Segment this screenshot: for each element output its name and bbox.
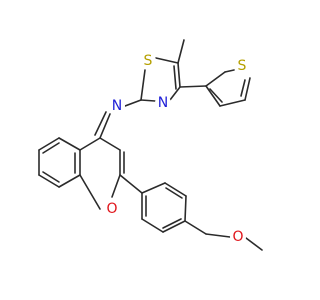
bond-benzo-4 [58, 174, 81, 188]
bond-o-ch3-b [245, 237, 263, 251]
bond-benzo-inner-1 [42, 142, 60, 154]
bond-aryl-4 [162, 220, 186, 233]
bond-benzo-inner-3 [42, 171, 60, 183]
bond-aryl-inner-2 [162, 218, 182, 229]
atom-label-layer: N N S S O O [104, 53, 250, 245]
atom-label-o-methoxy: O [232, 229, 243, 245]
bond-benzo-1 [38, 137, 60, 151]
bond-pyran-2 [99, 137, 121, 151]
bond-thiazole-4 [177, 62, 181, 88]
bond-thiazole-1 [140, 69, 146, 101]
bond-thiazole-5 [155, 57, 179, 64]
bond-aryl-3 [184, 195, 187, 222]
bond-aryl-o [184, 220, 207, 235]
atom-label-n-imine: N [112, 98, 122, 114]
bond-aryl-1 [141, 182, 166, 194]
bond-benzo-5 [38, 174, 60, 188]
bond-aryl-link [119, 174, 143, 194]
atom-label-o-chromene: O [106, 201, 117, 217]
bond-o-ch3-a [205, 233, 231, 238]
bond-thiazole-double [173, 65, 177, 90]
bond-layer [38, 39, 263, 251]
atom-s-thiazole: S [140, 53, 156, 69]
bond-methyl [177, 39, 185, 64]
bond-thiophene-3 [219, 99, 246, 107]
bond-aryl-inner-1 [165, 187, 183, 199]
bond-imine-1 [99, 113, 111, 139]
bond-thiophene-5 [224, 69, 235, 73]
bond-pyran-1 [79, 137, 101, 151]
atom-o-methoxy: O [230, 229, 246, 245]
bond-aryl-5 [141, 218, 164, 233]
bond-thiophene-4 [244, 77, 251, 101]
bond-thiophene-link [179, 85, 207, 88]
bond-imine-2 [94, 111, 107, 136]
bond-pyran-4 [111, 174, 121, 198]
bond-thiazole-3 [169, 86, 181, 101]
bond-benzo-2 [58, 137, 81, 151]
atom-n-thiazole: N [155, 95, 171, 111]
bond-aryl-2 [164, 182, 187, 197]
atom-label-s-thiazole: S [144, 53, 153, 69]
molecule-structure: N N S S O O [38, 39, 263, 251]
bond-thiophene-double-2 [240, 79, 246, 97]
bond-thiophene-double-1 [209, 88, 223, 103]
atom-label-n-thiazole: N [158, 95, 168, 111]
bond-n-thiazole [124, 99, 142, 107]
bond-pyran-5 [79, 174, 101, 210]
atom-s-thiophene: S [234, 58, 250, 74]
bond-thiophene-1 [205, 71, 226, 87]
atom-n-imine: N [109, 98, 125, 114]
atom-o-chromene: O [104, 201, 120, 217]
atom-label-s-thiophene: S [238, 58, 247, 74]
bond-thiazole-2 [140, 99, 156, 102]
bond-thiophene-2 [205, 85, 221, 107]
